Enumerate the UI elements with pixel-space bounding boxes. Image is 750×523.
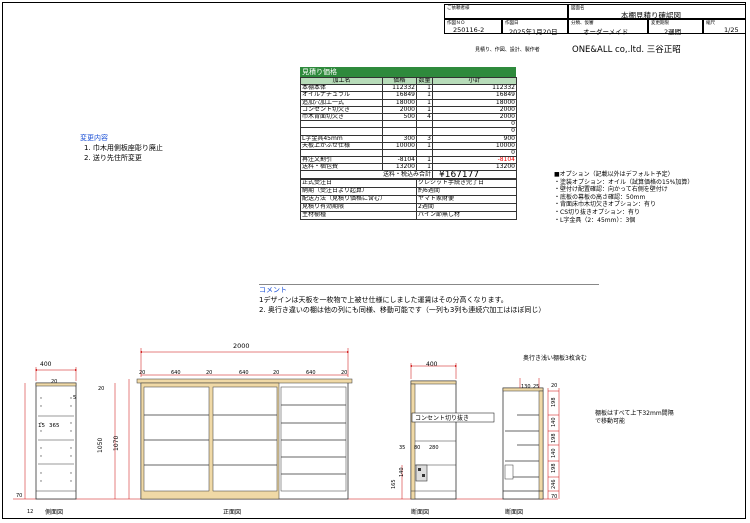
svg-text:198: 198 xyxy=(551,463,557,473)
svg-text:198: 198 xyxy=(551,433,557,443)
option-item: ・底板の幕板の高さ確認：50mm xyxy=(554,193,646,201)
change-note: 変更内容 1. 巾木用側板座彫り廃止 2. 送り先住所変更 xyxy=(80,133,163,163)
total-value: ¥167177 xyxy=(432,170,517,179)
front-width-label: 2000 xyxy=(233,342,250,350)
furniture-drawings: 400 20 5 15 365 70 12 側面図 2000 20 640 20… xyxy=(13,342,674,516)
drawing-name: 本棚見積り確認図 xyxy=(621,11,681,20)
option-item: ・塗装オプション：オイル（試算価格の15%加算） xyxy=(554,178,694,186)
svg-text:35: 35 xyxy=(399,445,405,451)
section-view-2 xyxy=(502,378,560,500)
svg-text:20: 20 xyxy=(139,370,145,376)
svg-text:25: 25 xyxy=(533,384,539,390)
section-width-label: 400 xyxy=(426,361,438,368)
total-row: 送料・税込み合計 ¥167177 xyxy=(300,170,517,179)
svg-text:140: 140 xyxy=(551,448,557,458)
side-365-label: 365 xyxy=(49,423,60,429)
comment-line: 1デザインは天板を一枚物で上被せ仕様にしました運賃はその分高くなります。 xyxy=(259,296,508,304)
svg-text:20: 20 xyxy=(206,370,212,376)
svg-text:280: 280 xyxy=(429,445,439,451)
order-no: 250116-2 xyxy=(453,26,485,34)
comment-line: 2. 奥行き違いの棚は他の列にも同様、移動可能です（一列も3列も連続穴加工はほぼ… xyxy=(259,306,546,314)
front-top-20: 20 xyxy=(98,386,104,392)
svg-text:140: 140 xyxy=(399,467,405,477)
maker-label: 見積り、作図、設計、製作者 xyxy=(475,47,540,53)
side-5-label: 5 xyxy=(73,395,76,401)
shallow-label: 奥行き浅い棚板3枚含む xyxy=(523,354,587,362)
svg-text:20: 20 xyxy=(341,370,347,376)
shelf-note: 棚板はすべて上下32mm間隔 xyxy=(595,409,674,417)
base-12-label: 12 xyxy=(27,509,33,515)
side-15-label: 15 xyxy=(38,423,45,429)
scale-label: 縮尺 xyxy=(706,21,715,26)
change-item: 1. 巾木用側板座彫り廃止 xyxy=(84,144,163,152)
svg-text:640: 640 xyxy=(306,370,316,376)
order-no-label: 作図ＮＯ xyxy=(447,21,465,26)
section-view-1 xyxy=(401,363,457,500)
svg-text:80: 80 xyxy=(414,445,420,451)
side-top-label: 20 xyxy=(51,379,57,385)
svg-text:130: 130 xyxy=(521,384,531,390)
comment-box: コメント 1デザインは天板を一枚物で上被せ仕様にしました運賃はその分高くなります… xyxy=(259,284,599,314)
estimate-title: 見積り価格 xyxy=(300,67,516,77)
option-item: ・L字金具（2：45mm）：3個 xyxy=(554,216,636,224)
category-label: 分類、仮審 xyxy=(571,21,594,26)
outlet-icon xyxy=(415,464,428,482)
svg-text:198: 198 xyxy=(551,397,557,407)
client-label: ご依頼者様 xyxy=(447,6,470,11)
side-view xyxy=(24,367,77,500)
outlet-label: コンセント切り抜き xyxy=(415,414,469,422)
svg-text:165: 165 xyxy=(391,479,397,489)
shelf-note: で移動可能 xyxy=(595,417,625,425)
section2-label: 断面図 xyxy=(505,508,523,516)
side-width-label: 400 xyxy=(40,361,52,368)
date-label: 作図日 xyxy=(505,21,519,26)
option-item: ・背面床巾木切欠きオプション：有り xyxy=(554,201,657,209)
lead-time-label: 変更期限 xyxy=(651,21,669,26)
options-title: ■オプション（記載以外はデフォルト予定） xyxy=(554,171,674,178)
maker: ONE&ALL co,.ltd. 三谷正昭 xyxy=(572,45,681,55)
side-view-label: 側面図 xyxy=(45,508,63,516)
options-list: ■オプション（記載以外はデフォルト予定） ・塗装オプション：オイル（試算価格の1… xyxy=(554,171,693,224)
info-row: 主材樹種パイン節無し材 xyxy=(300,210,517,220)
lead-time: 2週間 xyxy=(664,28,682,36)
front-view-label: 正面図 xyxy=(223,509,241,516)
comment-title: コメント xyxy=(259,286,287,294)
svg-text:20: 20 xyxy=(551,383,557,389)
front-view xyxy=(114,348,353,500)
svg-text:640: 640 xyxy=(239,370,249,376)
svg-text:20: 20 xyxy=(273,370,279,376)
svg-text:140: 140 xyxy=(551,417,557,427)
base-70-label: 70 xyxy=(16,493,22,499)
option-item: ・CS切り抜きオプション：有り xyxy=(554,208,640,216)
height-1070-label: 1070 xyxy=(113,436,120,451)
section1-label: 断面図 xyxy=(411,508,429,516)
change-title: 変更内容 xyxy=(80,134,108,142)
category: オーダーメイド xyxy=(583,28,629,36)
drawing-name-label: 図面名 xyxy=(571,6,585,11)
change-item: 2. 送り先住所変更 xyxy=(84,154,142,162)
svg-text:70: 70 xyxy=(551,494,557,500)
svg-text:246: 246 xyxy=(551,479,557,489)
scale: 1/25 xyxy=(724,26,739,34)
svg-text:640: 640 xyxy=(171,370,181,376)
height-1050-label: 1050 xyxy=(97,438,104,453)
title-block: ご依頼者様 図面名 本棚見積り確認図 作図ＮＯ 250116-2 作図日 202… xyxy=(444,4,746,55)
option-item: ・壁付け配置確認：向かって右側を壁付け xyxy=(554,186,668,194)
date: 2025年1月20日 xyxy=(509,28,558,36)
